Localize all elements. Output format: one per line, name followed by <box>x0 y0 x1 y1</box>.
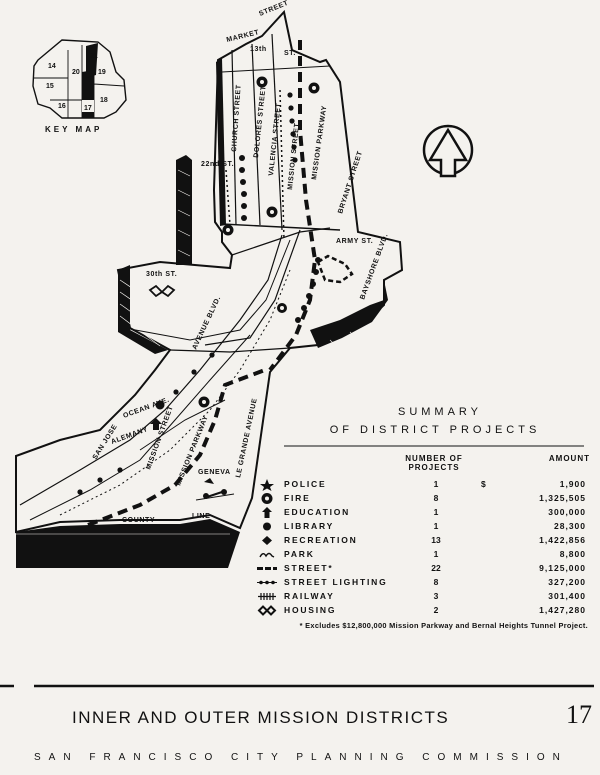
library-dots <box>77 92 321 495</box>
key-district-15: 15 <box>46 83 54 90</box>
education-icon-map <box>150 418 162 430</box>
summary-row-education: EDUCATION 1 300,000 <box>256 506 586 519</box>
col-amount-header: AMOUNT <box>548 454 590 463</box>
key-district-19: 19 <box>98 69 106 76</box>
label-army: ARMY ST. <box>336 238 373 245</box>
label-13th: 13th <box>250 46 267 53</box>
key-district-14: 14 <box>48 63 56 70</box>
label-22nd: 22nd ST. <box>201 161 234 168</box>
education-icon <box>262 507 272 518</box>
north-arrow-icon <box>422 124 474 178</box>
library-icon <box>263 522 271 531</box>
summary-footnote: * Excludes $12,800,000 Mission Parkway a… <box>299 621 588 630</box>
district-outline <box>15 9 404 568</box>
label-bryant: BRYANT STREET <box>337 150 364 215</box>
label-le-grande: LE GRANDE AVENUE <box>235 398 259 479</box>
recreation-icon <box>262 536 272 545</box>
summary-row-street-lighting: STREET LIGHTING 8 327,200 <box>256 576 586 589</box>
fire-icon <box>261 493 273 504</box>
commission-name: SAN FRANCISCO CITY PLANNING COMMISSION <box>34 752 568 763</box>
label-geneva: GENEVA <box>198 469 231 476</box>
label-mission-parkway: MISSION PARKWAY <box>311 105 328 180</box>
fire-stations <box>155 76 320 410</box>
key-district-21: 21 <box>90 53 98 60</box>
street-icon <box>257 567 277 570</box>
summary-row-police: POLICE 1 $ 1,900 <box>256 478 586 491</box>
summary-row-street: STREET* 22 9,125,000 <box>256 562 586 575</box>
key-map: 14 20 21 19 15 16 17 18 KEY MAP <box>32 39 127 134</box>
key-district-20: 20 <box>72 69 80 76</box>
key-district-17: 17 <box>84 105 92 112</box>
page-number: 17 <box>566 700 592 729</box>
label-mission: MISSION STREET <box>287 122 301 190</box>
label-church: CHURCH STREET <box>231 84 243 152</box>
street-network <box>19 33 341 527</box>
label-30th: 30th ST. <box>146 271 177 278</box>
summary-row-railway: RAILWAY 3 301,400 <box>256 590 586 603</box>
key-map-title: KEY MAP <box>45 125 102 134</box>
label-county: COUNTY <box>122 517 155 524</box>
label-market: MARKET <box>226 29 260 44</box>
housing-icon <box>257 605 277 616</box>
summary-row-housing: HOUSING 2 1,427,280 <box>256 604 586 617</box>
summary-row-fire: FIRE 8 1,325,505 <box>256 492 586 505</box>
summary-title-line2: OF DISTRICT PROJECTS <box>329 424 541 436</box>
key-district-18: 18 <box>100 97 108 104</box>
label-13th-st: ST. <box>284 50 296 57</box>
park-icon <box>259 552 275 558</box>
label-valencia: VALENCIA STREET <box>268 102 283 176</box>
col-number-header: NUMBER OF PROJECTS <box>405 454 463 472</box>
district-title: INNER AND OUTER MISSION DISTRICTS <box>72 708 450 727</box>
street-lighting-icon <box>257 580 277 585</box>
housing-icon-map <box>148 284 214 484</box>
map-labels: MARKET STREET 13th ST. 22nd ST. 30th ST.… <box>92 0 390 524</box>
summary-row-recreation: RECREATION 13 1,422,856 <box>256 534 586 547</box>
label-line: LINE <box>192 513 210 520</box>
railway-icon <box>258 593 276 600</box>
summary-title-line1: SUMMARY <box>397 406 483 418</box>
summary-row-park: PARK 1 8,800 <box>256 548 586 561</box>
star-icon <box>260 479 274 491</box>
summary-row-library: LIBRARY 1 28,300 <box>256 520 586 533</box>
key-district-16: 16 <box>58 103 66 110</box>
recreation-loop <box>203 254 354 499</box>
